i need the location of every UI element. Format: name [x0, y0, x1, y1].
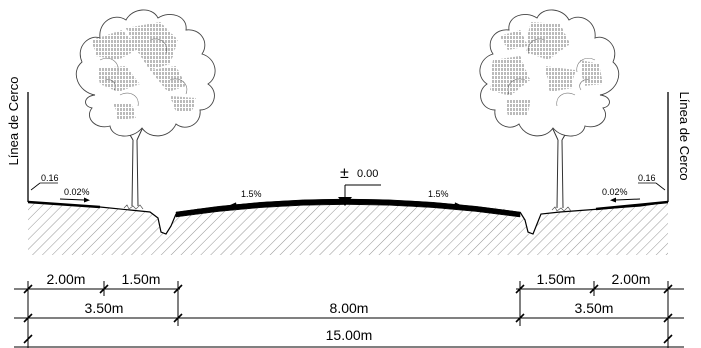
tree-left-roots	[123, 204, 144, 210]
elevation-value: 0.00	[357, 168, 378, 180]
slope-arrow-left-shoulder	[59, 198, 85, 201]
fence-label-right: Línea de Cerco	[677, 92, 692, 181]
ground-line-left	[27, 201, 177, 235]
slope-right-shoulder: 0.02%	[602, 187, 628, 197]
dim-right-total: 3.50m	[575, 300, 614, 316]
curb-height-right: 0.16	[638, 173, 656, 183]
slope-arrow-right-shoulder	[615, 198, 641, 201]
dim-left-total: 3.50m	[85, 300, 124, 316]
dim-overall: 15.00m	[326, 327, 373, 343]
tree-left-shading	[92, 22, 196, 120]
slope-arrowhead-right-road	[454, 202, 462, 208]
curb-leader-right	[655, 182, 666, 191]
slope-arrow-right-road	[419, 201, 456, 206]
dim-left-green: 1.50m	[122, 271, 161, 287]
slope-arrow-left-road	[235, 201, 271, 206]
tree-left	[75, 9, 216, 210]
tree-right-shading	[490, 22, 602, 116]
curb-leader-left	[30, 182, 41, 191]
tree-right-roots	[551, 206, 572, 212]
dim-roadway: 8.00m	[330, 300, 369, 316]
slope-arrowhead-left-shoulder	[84, 197, 90, 203]
slope-right-road: 1.5%	[428, 189, 449, 199]
elevation-symbol: ±	[340, 165, 349, 182]
fence-label-left: Línea de Cerco	[6, 77, 21, 166]
elevation-triangle-icon	[338, 197, 352, 206]
ground-hatch	[28, 200, 668, 255]
right-sidewalk-slab	[595, 200, 669, 211]
dim-right-green: 1.50m	[537, 271, 576, 287]
slope-left-shoulder: 0.02%	[64, 187, 90, 197]
slope-arrowhead-right-shoulder	[610, 197, 616, 203]
slope-arrowhead-left-road	[229, 202, 237, 208]
curb-height-left: 0.16	[41, 173, 59, 183]
dim-right-sidewalk: 2.00m	[612, 271, 651, 287]
left-sidewalk-slab	[27, 200, 101, 209]
tree-right	[479, 9, 620, 212]
slope-left-road: 1.5%	[241, 189, 262, 199]
dim-left-sidewalk: 2.00m	[47, 271, 86, 287]
dimension-ticks	[23, 284, 673, 344]
